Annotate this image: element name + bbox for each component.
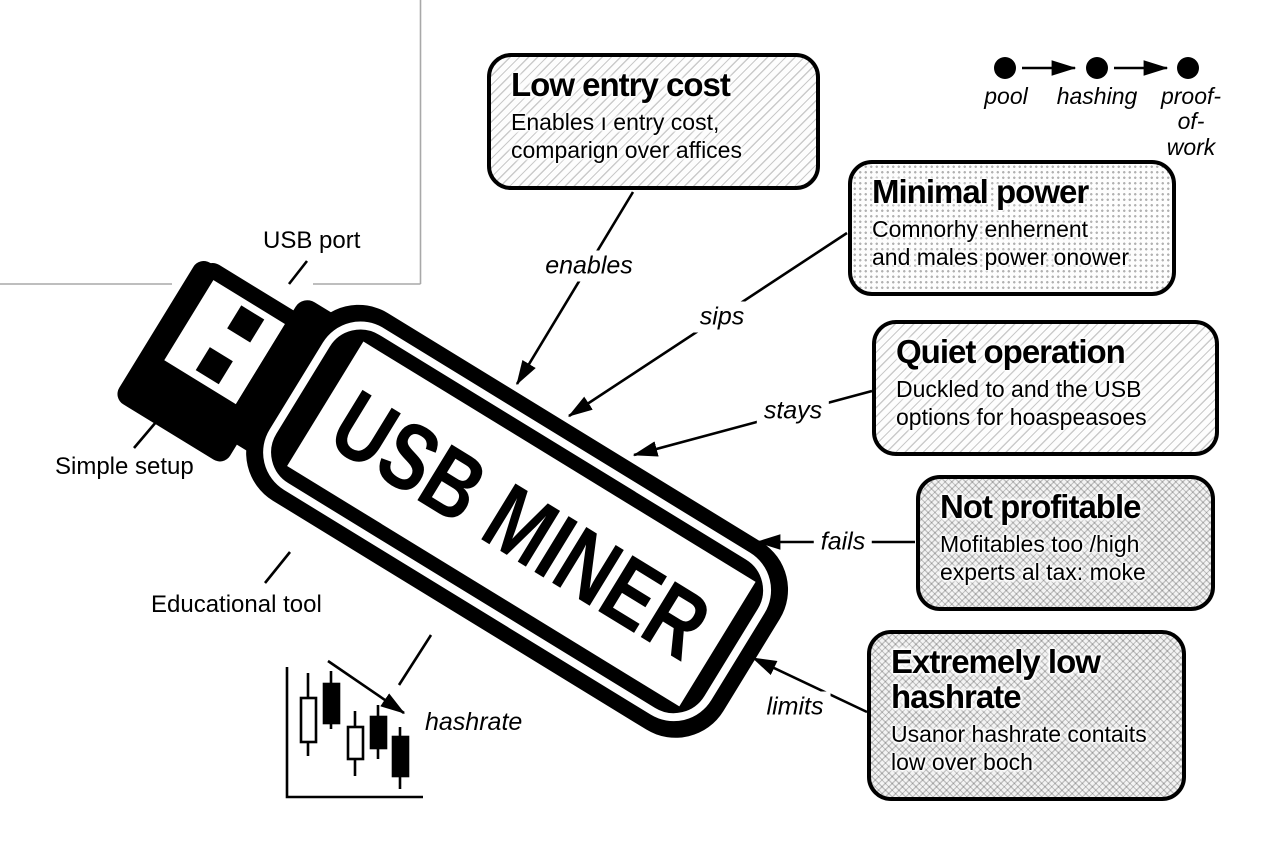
drive-body-highlight — [263, 321, 772, 722]
chart-tick — [397, 634, 433, 686]
hashrate-trend-arrow — [327, 659, 406, 715]
candle-5 — [391, 727, 410, 789]
usb-port-tick — [287, 260, 309, 285]
arrow-limits — [751, 656, 868, 714]
callout-body: Usanor hashrate contaits low over boch — [891, 720, 1147, 776]
callout-minimal-power: Minimal power Comnorhy enhernent and mal… — [848, 160, 1176, 296]
drive-label-plate — [287, 341, 756, 707]
educational-tool-label: Educational tool — [151, 591, 322, 618]
hashrate-label: hashrate — [425, 708, 523, 736]
arrow-enables — [515, 191, 635, 386]
tick-lines — [133, 260, 433, 686]
decline-chart — [285, 659, 423, 799]
callout-low-entry-cost: Low entry cost Enables ı entry cost, com… — [487, 53, 820, 190]
candle-4 — [369, 705, 388, 759]
callout-title: Not profitable — [940, 488, 1141, 525]
callout-not-profitable: Not profitable Mofitables too /high expe… — [916, 475, 1215, 611]
callout-body: Comnorhy enhernent and males power onowe… — [872, 215, 1129, 271]
callout-title: Extremely low hashrate — [891, 643, 1101, 715]
educational-tool-tick — [263, 551, 292, 584]
callout-title: Quiet operation — [896, 333, 1126, 370]
flow-label-hashing: hashing — [1056, 83, 1138, 109]
flow-node-hashing-dot — [1086, 57, 1108, 79]
stays-arrow-label: stays — [756, 395, 830, 427]
frame-lines — [0, 0, 422, 285]
flow-node-proof-of-work-dot — [1177, 57, 1199, 79]
candle-2 — [322, 671, 341, 729]
candle-1 — [299, 673, 318, 756]
callout-body: Enables ı entry cost, comparign over aff… — [511, 108, 742, 164]
connector-pin-top — [227, 305, 265, 343]
flow-label-proof-of-work: proof- of-work — [1160, 83, 1222, 160]
callout-extremely-low-hashrate: Extremely low hashrate Usanor hashrate c… — [867, 630, 1186, 801]
chart-axes — [285, 667, 423, 799]
callout-body: Duckled to and the USB options for hoasp… — [896, 375, 1147, 431]
connector-pin-bottom — [195, 347, 233, 385]
sips-arrow-label: sips — [692, 301, 752, 333]
usb-drive-illustration: USB MINER — [117, 260, 789, 738]
flow-node-pool-dot — [994, 57, 1016, 79]
enables-arrow-label: enables — [538, 250, 640, 282]
process-flow — [994, 57, 1199, 79]
flow-label-pool: pool — [984, 83, 1028, 109]
usb-port-label: USB port — [263, 227, 361, 254]
fails-arrow-label: fails — [813, 526, 873, 558]
callout-title: Low entry cost — [511, 66, 731, 103]
simple-setup-tick — [133, 414, 163, 449]
simple-setup-label: Simple setup — [55, 453, 194, 480]
limits-arrow-label: limits — [759, 691, 831, 723]
arrow-stays — [632, 389, 873, 457]
candle-3 — [346, 711, 365, 776]
callout-body: Mofitables too /high experts al tax: mok… — [940, 530, 1146, 586]
callout-quiet-operation: Quiet operation Duckled to and the USB o… — [872, 320, 1219, 456]
callout-title: Minimal power — [872, 173, 1089, 210]
